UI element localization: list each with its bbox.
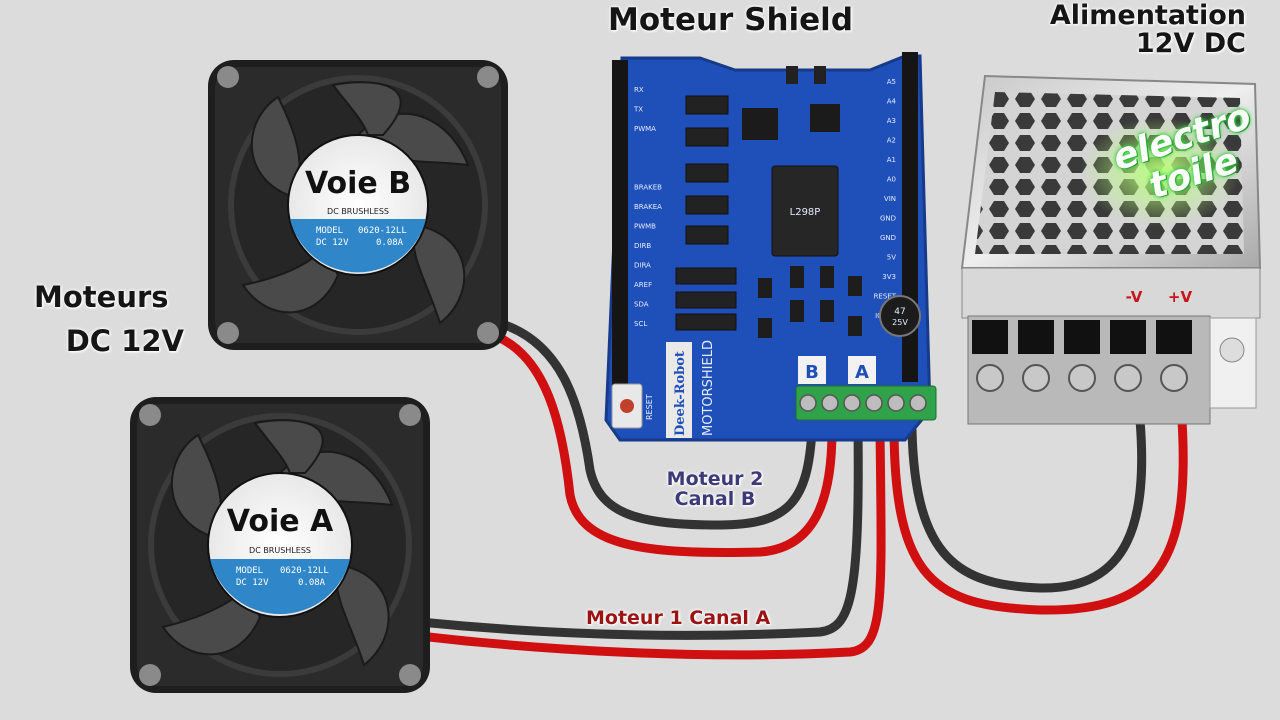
motors-title: Moteurs DC 12V	[34, 282, 184, 357]
terminal-b-label: B	[805, 362, 819, 383]
ic-small-2	[810, 104, 840, 132]
right-pin-label: A3	[887, 117, 896, 125]
capacitor	[879, 295, 921, 337]
right-pin-label: A4	[887, 98, 897, 106]
left-pin-label: DIRA	[634, 262, 651, 270]
fan-a-brand: DC BRUSHLESS	[249, 546, 311, 555]
wires	[415, 320, 1188, 660]
shield-title: Moteur Shield	[608, 2, 854, 38]
motor2-channel-label: Moteur 2 Canal B	[640, 468, 790, 510]
fan-b-amp: 0.08A	[376, 238, 404, 248]
right-pin-label: A1	[887, 156, 896, 164]
ic-small-1	[742, 108, 778, 140]
fan-b-volt: DC 12V	[316, 238, 349, 248]
wire-fanb-red	[495, 333, 837, 557]
left-pin-label: RX	[634, 86, 644, 94]
reset-label: RESET	[645, 394, 654, 420]
fan-b-label: Voie B	[305, 166, 411, 201]
left-pin-label: DIRB	[634, 242, 651, 250]
capacitor-volt: 25V	[892, 318, 908, 327]
fan-a-amp: 0.08A	[298, 578, 326, 588]
right-pin-label: 5V	[887, 254, 896, 262]
left-pin-label: PWMA	[634, 125, 656, 133]
left-pin-label: SDA	[634, 301, 649, 309]
fan-a-model-key: MODEL	[236, 566, 263, 576]
fan-b-brand: DC BRUSHLESS	[327, 207, 389, 216]
left-pin-label: SCL	[634, 320, 647, 328]
left-pin-labels: RX TX PWMA BRAKEB BRAKEA PWMB DIRB DIRA AREF SDA S…	[633, 86, 662, 328]
psu-title: Alimentation 12V DC	[1020, 0, 1246, 60]
motors-title-line1: Moteurs	[34, 280, 169, 314]
right-pin-label: GND	[880, 234, 896, 242]
wire-psu-black	[907, 415, 1147, 593]
left-pin-label: AREF	[634, 281, 652, 289]
fan-b: Voie B DC BRUSHLESS MODEL 0620-12LL DC 1…	[208, 60, 508, 350]
right-pin-label: GND	[880, 215, 896, 223]
driver-chip	[771, 165, 839, 257]
brand-label: Deek-Robot	[673, 351, 688, 436]
right-pin-label: A2	[887, 137, 896, 145]
wire-fanb-black	[500, 320, 817, 530]
motors-title-line2: DC 12V	[65, 324, 184, 359]
shield-name: MOTORSHIELD	[701, 340, 716, 436]
fan-a: Voie A DC BRUSHLESS MODEL 0620-12LL DC 1…	[130, 397, 430, 693]
motor2-line1: Moteur 2	[666, 468, 764, 490]
psu-title-line1: Alimentation	[1049, 0, 1246, 31]
right-pin-label: A0	[887, 176, 896, 184]
left-pin-label: TX	[633, 106, 643, 114]
psu-plus-label: +V	[1168, 288, 1193, 306]
fan-b-model-key: MODEL	[316, 226, 343, 236]
right-pin-label: A5	[887, 78, 896, 86]
wire-fana-red	[415, 425, 886, 660]
terminal-a-label: A	[855, 362, 869, 383]
psu-title-line2: 12V DC	[1135, 28, 1246, 60]
power-supply: -V +V	[960, 74, 1262, 425]
right-pin-label: 3V3	[882, 273, 896, 281]
driver-chip-label: L298P	[790, 207, 821, 218]
fan-a-volt: DC 12V	[236, 578, 269, 588]
left-pin-label: PWMB	[634, 223, 656, 231]
motor1-channel-label: Moteur 1 Canal A	[586, 607, 771, 629]
left-pin-label: BRAKEA	[634, 203, 662, 211]
right-pin-label: VIN	[884, 195, 896, 203]
motor2-line2: Canal B	[674, 487, 756, 510]
wire-psu-red	[889, 415, 1188, 615]
capacitor-value: 47	[894, 307, 905, 317]
wire-fana-black	[415, 425, 863, 640]
fan-a-label: Voie A	[227, 504, 334, 539]
fan-b-model-val: 0620-12LL	[358, 226, 407, 236]
left-header	[612, 60, 628, 390]
right-pin-label: RESET	[874, 293, 897, 301]
left-pin-label: BRAKEB	[634, 184, 662, 192]
fan-a-model-val: 0620-12LL	[280, 566, 329, 576]
motor-shield: RX TX PWMA BRAKEB BRAKEA PWMB DIRB DIRA AREF SDA S…	[604, 52, 937, 442]
psu-minus-label: -V	[1126, 288, 1143, 306]
